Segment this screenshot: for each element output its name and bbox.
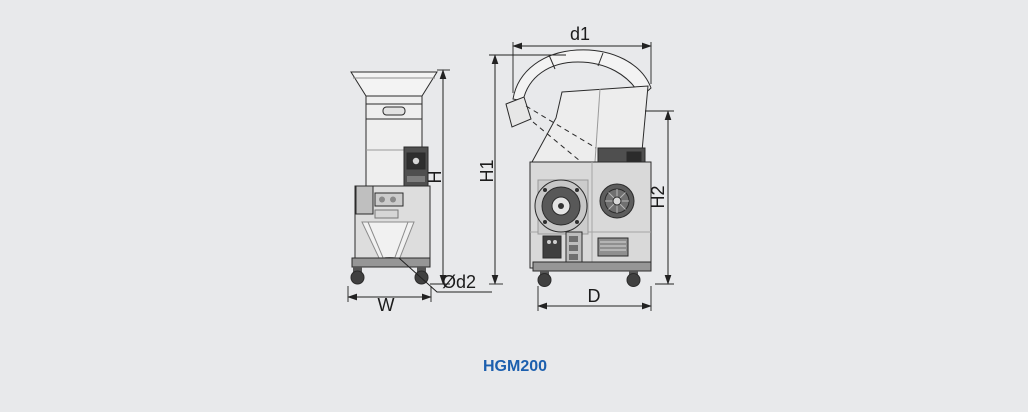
lid-lip bbox=[505, 96, 532, 128]
dimension-label-d1: d1 bbox=[570, 24, 590, 44]
dimension-label-H: H bbox=[425, 171, 445, 184]
lid-swing-dashed-line bbox=[525, 105, 597, 149]
side-hopper bbox=[525, 85, 649, 163]
fan-motor bbox=[599, 183, 635, 219]
model-caption: HGM200 bbox=[483, 358, 547, 375]
caster-wheel bbox=[537, 273, 552, 287]
front-base bbox=[350, 257, 431, 285]
switch-panel bbox=[374, 192, 404, 207]
dimension-label-H2: H2 bbox=[648, 185, 668, 208]
front-view bbox=[350, 71, 438, 285]
dimension-label-H1: H1 bbox=[477, 159, 497, 182]
dimension-label-D: D bbox=[588, 286, 601, 306]
side-open-lid bbox=[505, 49, 652, 128]
caster-wheel bbox=[626, 273, 641, 287]
rotor-assembly bbox=[534, 179, 588, 233]
side-base bbox=[532, 261, 652, 287]
dimension-H2 bbox=[645, 110, 674, 285]
dimension-label-W: W bbox=[378, 295, 395, 315]
side-lower-panels bbox=[542, 231, 629, 263]
leader-od2 bbox=[398, 257, 492, 293]
grip-handle bbox=[382, 106, 406, 116]
side-view bbox=[505, 49, 652, 287]
dimension-H1 bbox=[489, 54, 566, 285]
control-box bbox=[542, 235, 562, 259]
vent-panel bbox=[597, 237, 629, 257]
dimension-D bbox=[537, 286, 652, 311]
front-hopper bbox=[350, 71, 438, 97]
dimension-W bbox=[347, 286, 432, 302]
dimension-H bbox=[430, 69, 450, 285]
dimension-label-od2: Ød2 bbox=[442, 272, 476, 292]
lid-swing-dashed-line bbox=[532, 121, 581, 162]
dimension-d1 bbox=[512, 42, 652, 93]
dimensions bbox=[347, 42, 674, 311]
caster-wheel bbox=[350, 270, 365, 285]
